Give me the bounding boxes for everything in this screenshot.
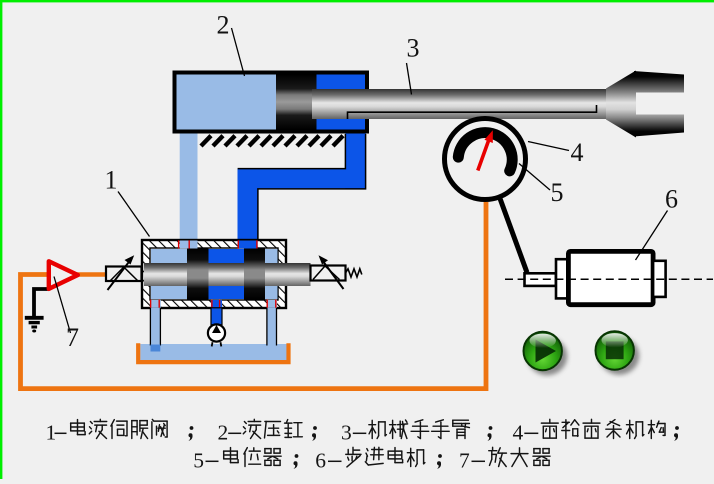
- svg-text:2: 2: [217, 11, 230, 40]
- svg-text:5: 5: [551, 178, 564, 207]
- svg-text:3: 3: [341, 421, 352, 445]
- svg-text:1: 1: [105, 166, 118, 195]
- svg-text:5: 5: [193, 449, 204, 473]
- svg-text:1: 1: [46, 421, 57, 445]
- svg-text:4: 4: [513, 421, 524, 445]
- svg-text:6: 6: [315, 449, 326, 473]
- svg-text:3: 3: [407, 34, 420, 63]
- svg-text:2: 2: [218, 421, 229, 445]
- svg-text:6: 6: [665, 185, 678, 214]
- svg-text:4: 4: [571, 138, 584, 167]
- svg-text:7: 7: [459, 449, 470, 473]
- svg-text:7: 7: [66, 323, 79, 352]
